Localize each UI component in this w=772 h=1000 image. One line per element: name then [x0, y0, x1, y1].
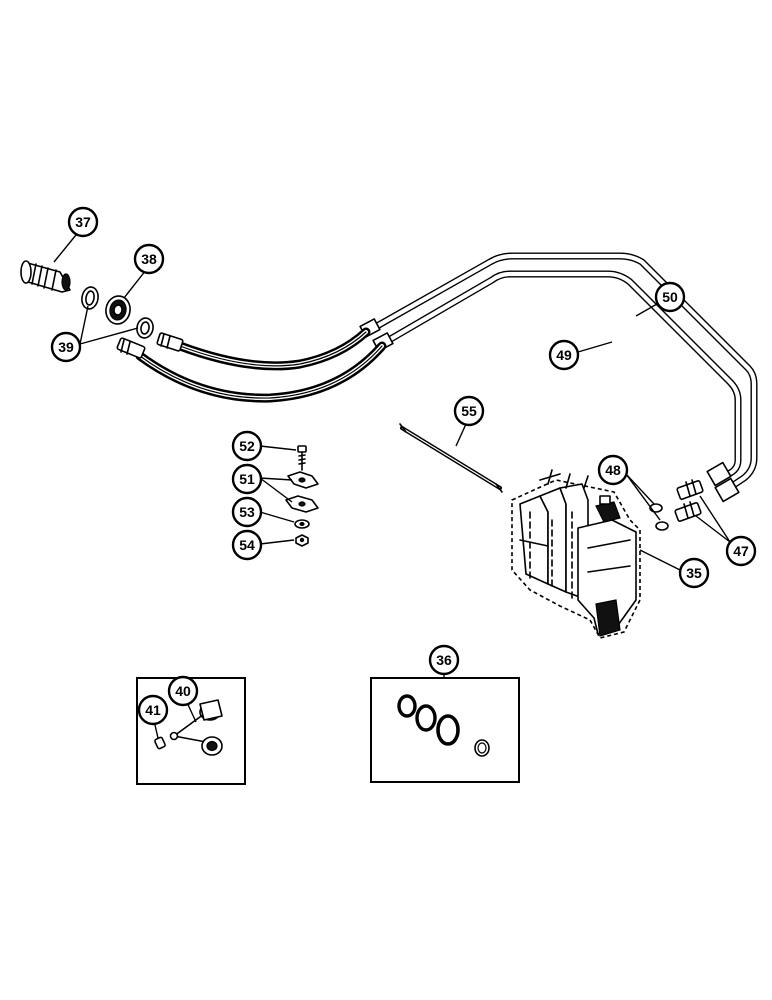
seal-ring-small — [397, 694, 417, 718]
adapter-fitting-lower — [674, 501, 702, 522]
callout-35: 35 — [678, 557, 710, 589]
callout-52: 52 — [231, 430, 263, 462]
callout-55: 55 — [453, 395, 485, 427]
callout-38: 38 — [133, 243, 165, 275]
seal-kit-inset-box — [370, 677, 520, 783]
svg-text:38: 38 — [141, 251, 157, 267]
clamp-lower — [285, 495, 319, 513]
svg-text:40: 40 — [175, 683, 191, 699]
svg-text:53: 53 — [239, 504, 255, 520]
nut — [295, 534, 309, 547]
control-valve-assembly — [511, 469, 641, 639]
hose-end-fitting-upper — [156, 332, 184, 352]
callout-40: 40 — [167, 675, 199, 707]
callout-39: 39 — [50, 331, 82, 363]
callout-36: 36 — [428, 644, 460, 676]
steel-tube-49 — [380, 270, 742, 482]
svg-text:50: 50 — [662, 289, 678, 305]
adapter-fitting-upper — [676, 479, 704, 500]
callout-48: 48 — [597, 454, 629, 486]
svg-text:35: 35 — [686, 565, 702, 581]
bolt — [297, 445, 307, 471]
svg-text:49: 49 — [556, 347, 572, 363]
svg-text:36: 36 — [436, 652, 452, 668]
svg-text:41: 41 — [145, 702, 161, 718]
svg-text:39: 39 — [58, 339, 74, 355]
set-screw — [154, 736, 166, 750]
control-lever — [169, 699, 223, 756]
leader-lines — [53, 229, 731, 739]
callout-47: 47 — [725, 535, 757, 567]
callout-53: 53 — [231, 496, 263, 528]
quick-coupler — [20, 260, 71, 293]
tube-nut — [706, 461, 740, 503]
svg-text:48: 48 — [605, 462, 621, 478]
svg-text:55: 55 — [461, 403, 477, 419]
hydraulic-hose-upper — [175, 327, 371, 371]
svg-text:51: 51 — [239, 471, 255, 487]
svg-text:54: 54 — [239, 537, 255, 553]
callout-49: 49 — [548, 339, 580, 371]
backup-washer — [474, 739, 490, 757]
o-ring-39-lower — [136, 317, 154, 339]
svg-text:37: 37 — [75, 214, 91, 230]
callout-50: 50 — [654, 281, 686, 313]
callout-54: 54 — [231, 529, 263, 561]
tie-rod — [399, 423, 503, 493]
o-ring-39-upper — [81, 286, 99, 310]
seal-ring-medium — [415, 704, 437, 732]
dust-cap — [105, 295, 131, 325]
svg-text:52: 52 — [239, 438, 255, 454]
washer — [294, 519, 310, 529]
callout-37: 37 — [67, 206, 99, 238]
seal-ring-large — [436, 714, 460, 746]
hose-end-fitting-lower — [116, 337, 146, 359]
hydraulic-hose-lower — [135, 341, 387, 403]
o-ring-48-lower — [655, 521, 669, 531]
callout-41: 41 — [137, 694, 169, 726]
svg-text:47: 47 — [733, 543, 749, 559]
callout-51: 51 — [231, 463, 263, 495]
steel-tube-50 — [368, 252, 758, 493]
clamp-upper — [287, 471, 319, 489]
